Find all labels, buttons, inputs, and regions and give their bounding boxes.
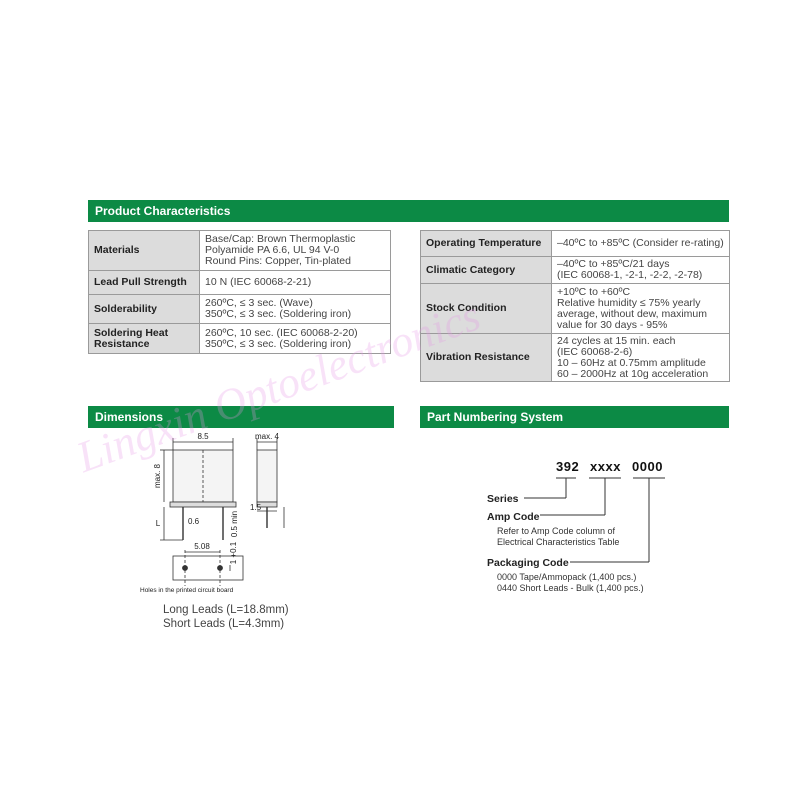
table-row: Operating Temperature –40ºC to +85ºC (Co… (420, 230, 730, 257)
dim-holes-label: Holes in the printed circuit board (140, 587, 234, 594)
table-row: Climatic Category –40ºC to +85ºC/21 days… (420, 256, 730, 284)
dim-tol-label: 1 +0.1 (229, 541, 238, 564)
row-key: Lead Pull Strength (88, 270, 200, 295)
row-key: Stock Condition (420, 283, 552, 334)
table-row: Stock Condition +10ºC to +60ºC Relative … (420, 283, 730, 334)
characteristics-table-left: Materials Base/Cap: Brown Thermoplastic … (88, 230, 391, 354)
characteristics-table-right: Operating Temperature –40ºC to +85ºC (Co… (420, 230, 730, 382)
row-value: 260ºC, 10 sec. (IEC 60068-2-20) 350ºC, ≤… (199, 323, 391, 354)
pn-pack-label: Packaging Code (487, 557, 569, 569)
dimensions-header: Dimensions (88, 406, 394, 428)
table-row: Materials Base/Cap: Brown Thermoplastic … (88, 230, 391, 271)
dim-max8-label: max. 8 (153, 463, 162, 488)
row-value: 260ºC, ≤ 3 sec. (Wave) 350ºC, ≤ 3 sec. (… (199, 294, 391, 324)
leads-info: Long Leads (L=18.8mm) Short Leads (L=4.3… (163, 604, 289, 630)
row-key: Operating Temperature (420, 230, 552, 257)
row-value: 10 N (IEC 60068-2-21) (199, 270, 391, 295)
row-value: 24 cycles at 15 min. each (IEC 60068-2-6… (551, 333, 730, 382)
dim-dia-label: 0.6 (188, 517, 200, 526)
dim-L-label: L (156, 519, 161, 528)
row-value: +10ºC to +60ºC Relative humidity ≤ 75% y… (551, 283, 730, 334)
table-row: Soldering Heat Resistance 260ºC, 10 sec.… (88, 323, 391, 354)
pn-amp-code: xxxx (590, 459, 621, 474)
product-characteristics-header: Product Characteristics (88, 200, 729, 222)
table-row: Solderability 260ºC, ≤ 3 sec. (Wave) 350… (88, 294, 391, 324)
part-numbering-lines (524, 477, 665, 563)
table-row: Lead Pull Strength 10 N (IEC 60068-2-21) (88, 270, 391, 295)
row-value: –40ºC to +85ºC/21 days (IEC 60068-1, -2-… (551, 256, 730, 284)
pn-amp-label: Amp Code (487, 511, 540, 523)
dim-min05-label: 0.5 min (230, 511, 239, 537)
dim-max4-label: max. 4 (255, 432, 280, 441)
row-key: Solderability (88, 294, 200, 324)
pn-series-code: 392 (556, 459, 580, 474)
pn-pack-code: 0000 (632, 459, 663, 474)
dim-width-label: 8.5 (197, 432, 209, 441)
row-key: Materials (88, 230, 200, 271)
dim-pitch-label: 5.08 (194, 542, 210, 551)
row-key: Climatic Category (420, 256, 552, 284)
row-key: Vibration Resistance (420, 333, 552, 382)
row-key: Soldering Heat Resistance (88, 323, 200, 354)
dim-d15-label: 1.5 (250, 503, 262, 512)
dimensions-drawing: 8.5 max. 4 max. 8 L 0.6 0.5 min 1.5 5.08… (140, 432, 285, 594)
table-row: Vibration Resistance 24 cycles at 15 min… (420, 333, 730, 382)
part-numbering-header: Part Numbering System (420, 406, 729, 428)
row-value: Base/Cap: Brown Thermoplastic Polyamide … (199, 230, 391, 271)
pn-series-label: Series (487, 493, 519, 505)
pn-amp-desc: Refer to Amp Code column of Electrical C… (497, 526, 620, 547)
row-value: –40ºC to +85ºC (Consider re-rating) (551, 230, 730, 257)
pn-pack-desc: 0000 Tape/Ammopack (1,400 pcs.) 0440 Sho… (497, 572, 644, 593)
